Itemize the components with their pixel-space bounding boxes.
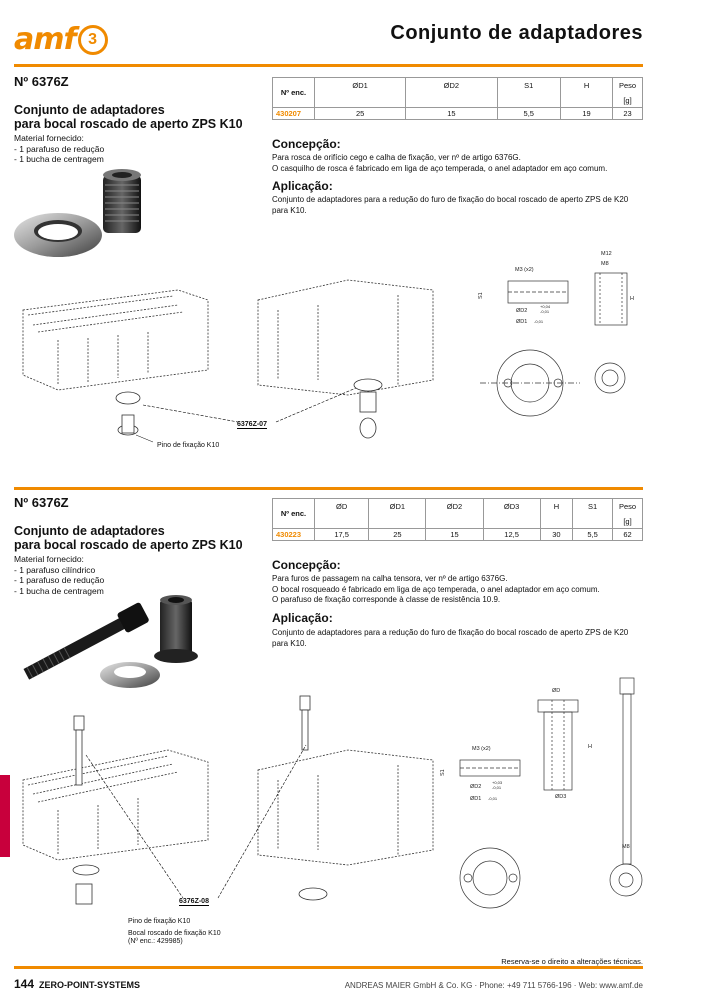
caption: Pino de fixação K10 [157,442,220,449]
svg-text:M3 (x2): M3 (x2) [472,746,491,752]
svg-text:ØD: ØD [552,688,560,694]
svg-text:H: H [588,744,592,750]
application-heading: Aplicação: [272,611,333,625]
col-header: ØD3 [482,498,541,529]
amf-logo: amf 3 [14,22,108,57]
table-row: 430207 25 15 5,5 19 23 [272,107,643,120]
caption: Pino de fixação K10 [128,918,191,925]
product-photo-2 [23,595,198,688]
design-text: Para furos de passagem na calha tensora,… [272,574,600,604]
svg-text:ØD2: ØD2 [470,784,481,790]
footer-section: ZERO-POINT-SYSTEMS [39,980,141,990]
order-no-header: Nº enc. [272,498,315,529]
svg-text:-0,01: -0,01 [540,309,550,314]
product-section-2: Nº 6376Z Conjunto de adaptadores para bo… [14,495,643,596]
svg-text:+0,04: +0,04 [540,304,551,309]
svg-text:ØD1: ØD1 [470,796,481,802]
col-header: ØD2 [405,77,498,108]
svg-text:+0,03: +0,03 [492,780,503,785]
article-number: Nº 6376Z [14,495,69,510]
col-header-weight: Peso [g] [612,77,643,108]
assembly-drawing-1 [22,279,434,443]
product-section-1: Nº 6376Z Conjunto de adaptadores para bo… [14,74,643,165]
order-no-header: Nº enc. [272,77,315,108]
logo-emblem-icon: 3 [77,24,108,55]
table-row: 430223 17,5 25 15 12,5 30 5,5 62 [272,528,643,541]
svg-text:M8: M8 [601,261,609,267]
page-number: 144 [14,977,35,991]
col-header: H [539,498,574,529]
tech-drawing-2: ØD ØD3 H M8 M3 (x2) S1 ØD2 +0,03 -0,01 Ø… [440,677,643,909]
svg-text:S1: S1 [478,292,484,299]
spec-table-2: Nº enc. ØD ØD1 ØD2 ØD3 H S1 Peso [g] 430… [272,498,643,541]
col-header: ØD1 [368,498,427,529]
col-header: S1 [572,498,613,529]
application-text: Conjunto de adaptadores para a redução d… [272,628,629,648]
col-header: ØD [313,498,370,529]
svg-text:-0,01: -0,01 [492,785,502,790]
article-number: Nº 6376Z [14,74,69,89]
col-header: ØD2 [425,498,484,529]
svg-text:M12: M12 [601,251,612,257]
product-title: Conjunto de adaptadores para bocal rosca… [14,524,243,552]
design-heading: Concepção: [272,558,341,572]
logo-text: amf [14,22,77,57]
design-text: Para rosca de orifício cego e calha de f… [272,153,608,173]
footer-note: Reserva-se o direito a alterações técnic… [501,957,643,966]
page-footer: 144 ZERO-POINT-SYSTEMS ANDREAS MAIER Gmb… [14,977,643,991]
page-header: amf 3 Conjunto de adaptadores [0,0,707,70]
design-heading: Concepção: [272,137,341,151]
caption: Bocal roscado de fixação K10 (Nº enc.: 4… [128,930,221,945]
product-photo-1 [14,169,141,257]
col-header-weight: Peso [g] [612,498,643,529]
order-number: 430207 [272,107,315,120]
order-number: 430223 [272,528,315,541]
section-divider [14,487,643,490]
col-header: ØD1 [313,77,407,108]
assembly-drawing-2 [22,695,434,905]
footer-contact: ANDREAS MAIER GmbH & Co. KG · Phone: +49… [344,981,643,990]
application-heading: Aplicação: [272,179,333,193]
footer-rule [14,966,643,969]
header-rule [14,64,643,67]
page-title: Conjunto de adaptadores [390,22,643,44]
svg-text:S1: S1 [440,769,446,776]
svg-text:M8: M8 [622,844,630,850]
svg-text:H: H [630,296,634,302]
supplied-material: Material fornecido: - 1 parafuso cilíndr… [14,554,105,596]
col-header: S1 [496,77,562,108]
col-header: H [560,77,613,108]
svg-text:-0,01: -0,01 [488,796,498,801]
svg-text:-0,01: -0,01 [534,319,544,324]
svg-text:ØD1: ØD1 [516,319,527,325]
callout-label: 6376Z-08 [179,898,209,906]
svg-text:ØD3: ØD3 [555,794,566,800]
spec-table-1: Nº enc. ØD1 ØD2 S1 H Peso [g] 430207 25 … [272,77,643,120]
product-title: Conjunto de adaptadores para bocal rosca… [14,103,243,131]
application-text: Conjunto de adaptadores para a redução d… [272,195,629,215]
tech-drawing-1: M12 M8 H M3 (x2) S1 ØD2 +0,04 -0,01 ØD1 … [478,251,634,417]
supplied-material: Material fornecido: - 1 parafuso de redu… [14,133,105,164]
svg-text:ØD2: ØD2 [516,308,527,314]
chapter-tab [0,775,10,857]
callout-label: 6376Z-07 [237,421,267,429]
svg-text:M3 (x2): M3 (x2) [515,267,534,273]
